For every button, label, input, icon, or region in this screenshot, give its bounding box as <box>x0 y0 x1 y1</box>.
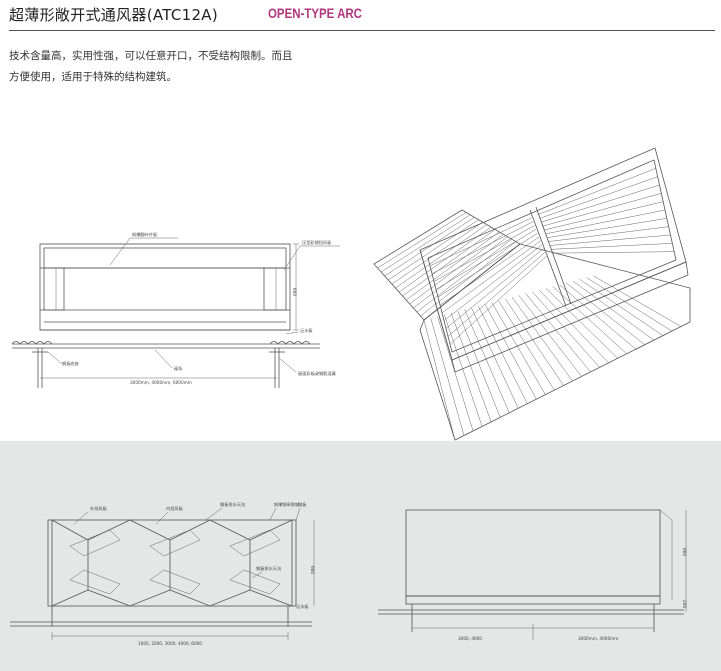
label-side-height: 600 <box>682 548 687 556</box>
label-side-left-width: 3000, 4000 <box>458 636 482 641</box>
roof-hatch-line <box>416 238 512 313</box>
louver-line <box>443 244 543 321</box>
label-roof: 屋面彩板或钢筋混凝 <box>298 370 337 377</box>
page-subtitle: OPEN-TYPE ARC <box>268 5 362 21</box>
label-steel: 钢板 <box>298 501 307 508</box>
roof-hatch-line <box>498 300 555 391</box>
louver-line <box>540 184 660 223</box>
roof-hatch-line <box>491 302 546 395</box>
roof-hatch-line <box>532 291 600 368</box>
roof-hatch-line <box>420 241 517 317</box>
front-view-drawing: 斜撑翻叶片板 压型彩钢挡风板 600 泛水板 钢板底座 檩条 3000mm, 4… <box>11 231 340 388</box>
roof-hatch-line <box>593 275 682 327</box>
roof-hatch-line <box>402 229 496 297</box>
roof-hatch-line <box>437 316 474 431</box>
roof-hatch-line <box>518 295 582 377</box>
label-flap-top: 斜撑钢采角钢 <box>274 501 299 508</box>
label-outer-baffle: 外挡风板 <box>90 505 108 512</box>
louver-line <box>431 221 534 274</box>
roof-hatch-line <box>381 214 471 273</box>
label-section-waterproof: 泛水板 <box>296 603 309 610</box>
louver-line <box>547 226 669 242</box>
louver-line <box>435 229 537 290</box>
louver-line <box>546 218 667 239</box>
roof-hatch-line <box>377 212 467 269</box>
roof-hatch-line <box>538 289 609 364</box>
roof-hatch-line <box>484 303 537 400</box>
roof-hatch-line <box>471 307 519 409</box>
roof-hatch-line <box>552 286 627 354</box>
louver-line <box>543 201 664 231</box>
header: 超薄形敞开式通风器(ATC12A) OPEN-TYPE ARC <box>0 0 721 32</box>
louver-line <box>449 255 547 345</box>
label-side-right-width: 3000mm, 4000mm <box>578 636 618 641</box>
louver-line <box>437 232 538 298</box>
description: 技术含量高，实用性强，可以任意开口，不受结构限制。而且 方便使用，适用于特殊的结… <box>9 46 349 88</box>
label-side-panel: 压型彩钢挡风板 <box>302 239 332 246</box>
header-divider <box>9 30 715 31</box>
side-view-body <box>378 509 687 640</box>
louver-line <box>549 234 671 246</box>
label-waterproof: 泛水板 <box>300 327 313 334</box>
bottom-panel <box>0 441 721 671</box>
label-side-base-height: 200 <box>682 600 687 608</box>
roof-hatch-line <box>405 231 500 301</box>
louver-line <box>439 236 540 306</box>
louver-line <box>445 248 544 329</box>
roof-hatch-line <box>395 224 487 289</box>
louver-line <box>550 243 673 250</box>
roof-hatch-line <box>384 217 475 277</box>
front-view-body <box>11 237 340 388</box>
section-view-body <box>10 507 315 640</box>
louver-line <box>541 193 662 227</box>
roof-hatch-line <box>391 221 483 285</box>
louver-line <box>433 225 535 282</box>
roof-hatch-line <box>545 287 618 359</box>
description-line: 方便使用，适用于特殊的结构建筑。 <box>9 71 177 83</box>
roof-hatch-line <box>373 209 463 265</box>
roof-hatch-line <box>398 226 492 293</box>
description-line: 技术含量高，实用性强，可以任意开口，不受结构限制。而且 <box>9 50 293 62</box>
roof-hatch-line <box>586 277 673 332</box>
louver-line <box>429 217 532 267</box>
louver-line <box>538 176 658 219</box>
louver-line <box>441 240 541 314</box>
label-inner-baffle: 内挡风板 <box>166 505 184 512</box>
roof-hatch-line <box>430 318 465 436</box>
label-purlin: 檩条 <box>174 365 183 372</box>
roof-hatch-line <box>505 298 564 386</box>
label-section-height: 600 <box>310 566 315 574</box>
roof-hatch-line <box>572 280 654 341</box>
roof-hatch-line <box>525 293 591 373</box>
louver-line <box>552 251 675 254</box>
isometric-drawing <box>373 147 691 441</box>
louver-line <box>447 252 546 337</box>
label-width: 3000mm, 4000mm, 6000mm <box>130 380 192 385</box>
label-base: 钢板底座 <box>62 360 79 367</box>
roof-hatch-line <box>511 296 573 382</box>
label-section-widths: 1000, 2000, 3000, 4000, 6000 <box>138 641 202 646</box>
roof-hatch-line <box>477 305 528 404</box>
roof-hatch-line <box>423 319 456 441</box>
roof-hatch-line <box>413 236 508 309</box>
roof-hatch-line <box>457 311 501 418</box>
label-gutter-side: 钢板排水天沟 <box>256 565 281 572</box>
roof-hatch-line <box>450 312 492 422</box>
isometric-roof <box>373 147 691 441</box>
louver-line <box>544 209 666 235</box>
page-title: 超薄形敞开式通风器(ATC12A) <box>9 6 219 24</box>
roof-hatch-line <box>444 314 483 427</box>
label-flap: 斜撑翻叶片板 <box>132 231 158 238</box>
roof-hatch-line <box>464 309 510 413</box>
roof-hatch-line <box>388 219 479 281</box>
roof-hatch-line <box>579 279 664 336</box>
label-gutter-top: 钢板排水天沟 <box>220 501 245 508</box>
roof-hatch-line <box>559 284 636 350</box>
roof-hatch-line <box>565 282 645 345</box>
label-height: 600 <box>292 288 297 296</box>
louver-line <box>537 168 656 216</box>
